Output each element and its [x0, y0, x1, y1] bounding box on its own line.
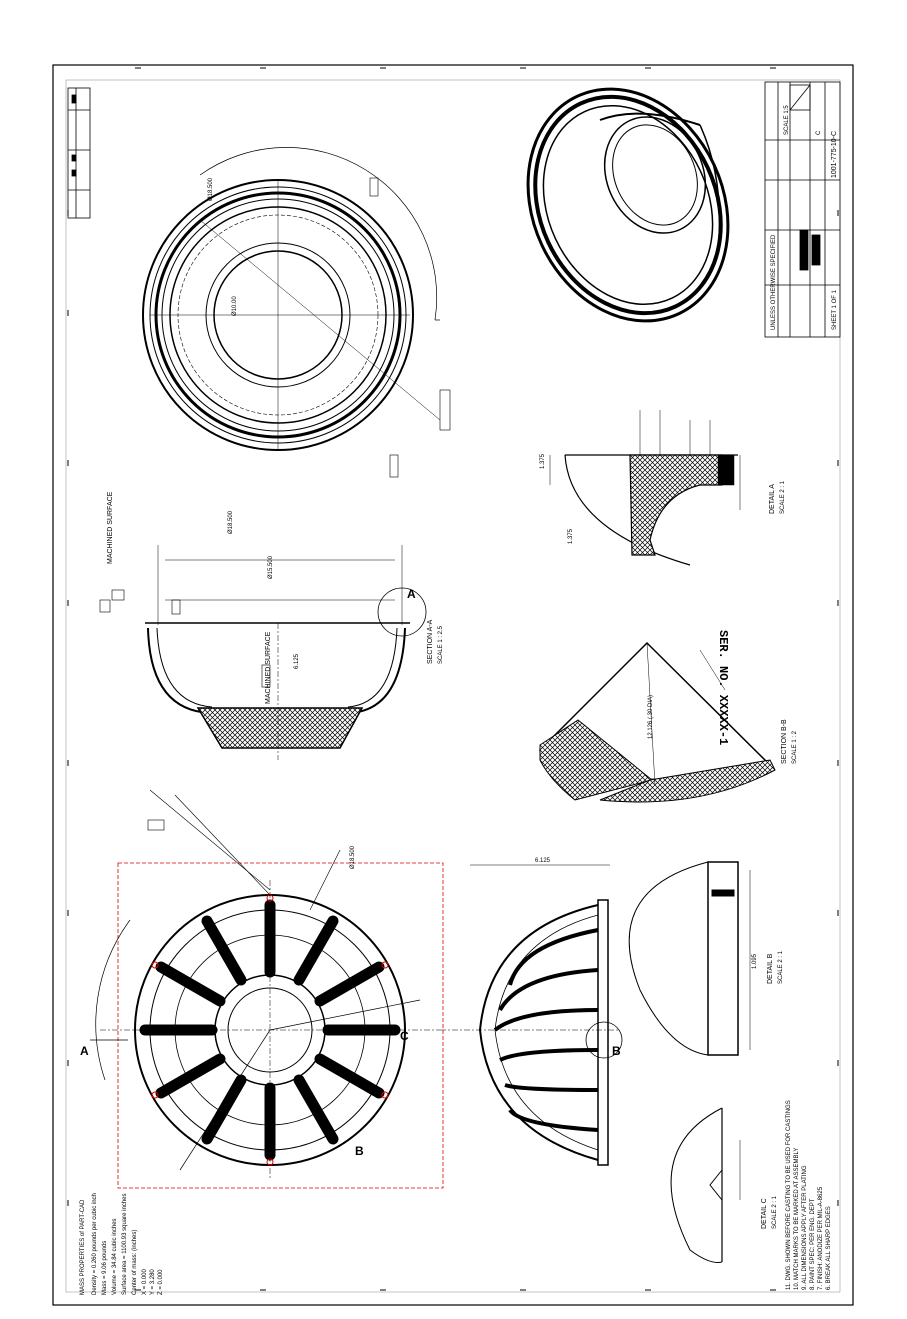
note-6: 6. BREAK ALL SHARP EDGES — [826, 1206, 832, 1290]
mass-line-4: Surface area = 1100.93 square inches — [122, 1194, 128, 1295]
mass-line-2: Mass = 9.06 pounds — [102, 1241, 108, 1295]
callout-a-left: A — [80, 1044, 89, 1058]
section-bb-scale: SCALE 1 : 2 — [792, 730, 798, 764]
dim-section-aa-width: Ø18.500 — [228, 510, 234, 534]
top-view-callout-box — [369, 177, 451, 478]
sheet-border — [52, 64, 854, 1306]
mass-line-1: Density = 0.260 pounds per cubic inch — [92, 1193, 98, 1295]
detail-a-scale: SCALE 2 : 1 — [780, 480, 786, 514]
note-9: 9. ALL DIMENSIONS APPLY AFTER PLATING — [802, 1165, 808, 1290]
dim-bottom-outer: Ø18.500 — [350, 845, 356, 869]
dim-side-height: 6.125 — [535, 858, 551, 864]
section-bb — [538, 641, 776, 803]
detail-c-scale: SCALE 2 : 1 — [772, 1195, 778, 1229]
mass-line-5: Center of mass: (inches) — [132, 1230, 138, 1295]
dim-detail-b: 1.095 — [752, 953, 758, 969]
mass-line-7: Y = 3.280 — [150, 1269, 156, 1295]
machined-surface-label-2: MACHINED SURFACE — [265, 631, 272, 704]
dim-section-aa-depth: 6.125 — [294, 653, 300, 669]
detail-c-title: DETAIL C — [761, 1198, 768, 1229]
detail-b-title: DETAIL B — [767, 953, 774, 984]
note-10: 10. MATCH MARKS TO BE MARKED AT ASSEMBLY — [794, 1148, 800, 1290]
title-dwg-no: 1001-775-10-C — [831, 131, 838, 178]
section-aa — [99, 545, 427, 760]
mass-line-6: X = 0.000 — [142, 1268, 148, 1295]
isometric-view — [526, 87, 730, 323]
side-elevation — [440, 864, 623, 1166]
mass-line-0: MASS PROPERTIES of PART-CAD — [80, 1199, 86, 1295]
section-bb-title: SECTION B-B — [781, 719, 788, 764]
inner-frame — [65, 79, 841, 1293]
zone-ticks — [67, 67, 839, 1291]
callout-b-side: B — [612, 1044, 621, 1058]
revision-table — [67, 87, 91, 219]
serial-number-marking: SER. NO. XXXXX-1 — [716, 630, 730, 745]
title-scale: SCALE 1:5 — [784, 105, 790, 135]
detail-b — [628, 861, 751, 1056]
machined-surface-label-1: MACHINED SURFACE — [107, 491, 114, 564]
note-11: 11. DWG. SHOWN BEFORE CASTING TO BE USED… — [786, 1100, 792, 1290]
note-7: 7. FINISH: ANODIZE PER MIL-A-8625 — [818, 1186, 824, 1290]
dim-detail-a-2: 1.375 — [568, 528, 574, 544]
title-rev: C — [816, 130, 822, 135]
dim-detail-a-1: 1.375 — [540, 453, 546, 469]
dim-top-outer: Ø18.500 — [208, 177, 214, 201]
callout-c-right: C — [400, 1029, 409, 1043]
detail-a-title: DETAIL A — [769, 484, 776, 514]
mass-line-3: Volume = 34.84 cubic inches — [112, 1218, 118, 1295]
dim-section-aa-inner: Ø15.500 — [268, 555, 274, 579]
callout-a-section: A — [407, 587, 416, 601]
section-aa-title: SECTION A-A — [427, 619, 434, 664]
title-unit-note: UNLESS OTHERWISE SPECIFIED — [771, 234, 777, 330]
mass-properties-block: MASS PROPERTIES of PART-CAD Density = 0.… — [80, 1193, 164, 1295]
top-view — [142, 147, 441, 451]
detail-a — [549, 410, 741, 566]
dim-top-inner: Ø10.00 — [232, 296, 238, 316]
title-sheet: SHEET 1 OF 1 — [832, 289, 838, 330]
section-aa-scale: SCALE 1 : 2.5 — [438, 625, 444, 664]
detail-c — [670, 1107, 741, 1263]
dim-section-bb: 12.126 (.30 DIA) — [648, 695, 654, 739]
bottom-view-red-marks — [151, 894, 389, 1166]
callout-b-lower: B — [355, 1144, 364, 1158]
notes-block: 11. DWG. SHOWN BEFORE CASTING TO BE USED… — [786, 1100, 832, 1290]
detail-b-scale: SCALE 2 : 1 — [778, 950, 784, 984]
title-block — [764, 81, 841, 338]
mass-line-8: Z = 0.000 — [158, 1269, 164, 1295]
bottom-view — [90, 789, 444, 1189]
note-8: 8. PAINT SPEC: PER ENG. DEPT — [810, 1198, 816, 1290]
